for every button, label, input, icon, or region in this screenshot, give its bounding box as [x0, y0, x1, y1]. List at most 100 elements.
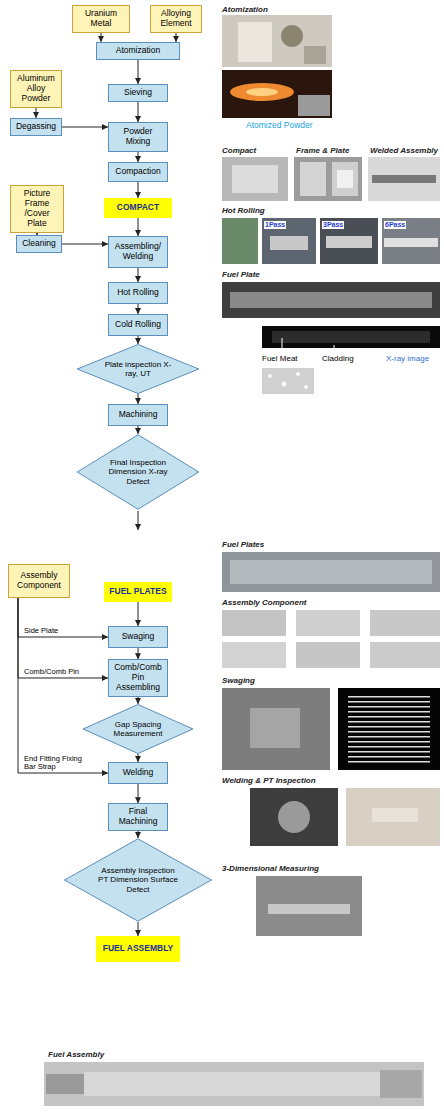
end-fitting	[380, 1070, 422, 1098]
fuel-plate	[230, 292, 432, 308]
process-box: Swaging	[108, 626, 168, 648]
node-label: Cleaning	[20, 239, 58, 249]
node-label: Alloying Element	[154, 9, 198, 29]
xray-image	[262, 326, 440, 348]
assembly-end-photo	[338, 688, 440, 770]
flow-arrow	[138, 922, 139, 936]
node-text: Cleaning	[20, 239, 58, 249]
part-label: Cladding	[322, 354, 354, 363]
edge-label: End Fitting Fixing Bar Strap	[23, 755, 83, 772]
edge-label: Comb/Comb Pin	[23, 668, 80, 676]
flow-arrow	[18, 598, 108, 637]
photo-heading: Hot Rolling	[222, 206, 265, 215]
flow-arrow	[138, 831, 139, 838]
swaging-machine	[250, 708, 300, 748]
flow-arrow	[138, 336, 139, 344]
node-text: Machining	[112, 410, 164, 420]
welded-photo	[368, 157, 440, 201]
frame-window	[337, 170, 353, 188]
node-text: Degassing	[14, 122, 58, 132]
atomizer-part	[304, 46, 326, 64]
node-label: Gap Spacing Measurement	[107, 720, 168, 738]
node-label: Assembly Component	[12, 571, 66, 591]
flow-arrow	[18, 598, 108, 678]
welding-part	[278, 801, 310, 833]
photo-heading: Frame & Plate	[296, 146, 349, 155]
node-text: Swaging	[112, 632, 164, 642]
node-label: Cold Rolling	[112, 320, 164, 330]
rolling-photo	[320, 218, 378, 264]
process-box: Assembling/ Welding	[108, 236, 168, 268]
flow-arrow	[138, 602, 139, 626]
photo-heading: Compact	[222, 146, 256, 155]
process-box: Cleaning	[16, 235, 62, 253]
process-box: Compaction	[108, 162, 168, 182]
rolling-photo	[262, 218, 316, 264]
decision-diamond: Assembly Inspection PT Dimension Surface…	[63, 838, 213, 922]
input-box: Assembly Component	[8, 564, 70, 598]
rolled-plate	[270, 236, 308, 250]
fuel-plate-photo	[222, 282, 440, 318]
end-fitting	[46, 1074, 84, 1094]
particle	[282, 382, 287, 387]
input-box: Aluminum Alloy Powder	[10, 70, 62, 108]
part-label: Fuel Meat	[262, 354, 298, 363]
node-text: Powder Mixing	[112, 127, 164, 147]
node-text: Welding	[112, 768, 164, 778]
process-box: Degassing	[10, 118, 62, 136]
atomizer-chamber	[281, 25, 303, 47]
component-photo	[370, 642, 440, 668]
node-text: Cold Rolling	[112, 320, 164, 330]
flow-arrow	[36, 108, 37, 118]
flow-arrow	[138, 182, 139, 198]
input-box: Alloying Element	[150, 5, 202, 33]
decision-diamond: Gap Spacing Measurement	[82, 704, 194, 754]
flow-arrow	[138, 754, 139, 762]
node-text: Hot Rolling	[112, 288, 164, 298]
node-text: Assembly Component	[12, 571, 66, 591]
pass-label: 3Pass	[322, 221, 344, 229]
photo-heading: Assembly Component	[222, 598, 306, 607]
atomizer-machine	[238, 22, 272, 62]
plate-part	[332, 162, 358, 196]
product-box: FUEL ASSEMBLY	[96, 936, 180, 962]
atomization-photo	[222, 70, 332, 118]
flow-arrow	[62, 127, 108, 128]
process-box: Powder Mixing	[108, 122, 168, 152]
flow-arrow	[18, 598, 108, 773]
process-box: Atomization	[96, 42, 180, 60]
node-text: Assembling/ Welding	[112, 242, 164, 262]
photo-heading: Atomization	[222, 5, 268, 14]
flow-arrow	[138, 102, 139, 122]
node-label: Atomization	[100, 46, 176, 56]
assembly-plates	[348, 694, 430, 764]
node-text: Gap Spacing Measurement	[107, 720, 168, 738]
node-text: Final Inspection Dimension X-ray Defect	[104, 458, 172, 486]
node-label: Sieving	[112, 88, 164, 98]
node-text: Aluminum Alloy Powder	[14, 74, 58, 103]
component-photo	[296, 610, 360, 636]
particle	[304, 385, 308, 389]
decision-diamond: Final Inspection Dimension X-ray Defect	[76, 434, 200, 510]
node-label: Final Inspection Dimension X-ray Defect	[104, 458, 172, 486]
node-text: Alloying Element	[154, 9, 198, 29]
particle	[296, 372, 300, 376]
fuel-assembly-photo	[44, 1062, 424, 1106]
pt-inspection-photo	[346, 788, 440, 846]
process-box: Sieving	[108, 84, 168, 102]
leader-line	[334, 345, 335, 350]
photo-heading: Fuel Plate	[222, 270, 260, 279]
pass-label: 6Pass	[384, 221, 406, 229]
flow-arrow	[138, 697, 139, 704]
photo-heading: Welding & PT Inspection	[222, 776, 316, 785]
pt-part	[372, 808, 418, 822]
node-label: COMPACT	[107, 203, 169, 213]
flow-arrow	[138, 60, 139, 84]
xray-meat	[272, 331, 430, 343]
leader-line	[282, 338, 283, 350]
node-label: Picture Frame /Cover Plate	[14, 189, 60, 228]
